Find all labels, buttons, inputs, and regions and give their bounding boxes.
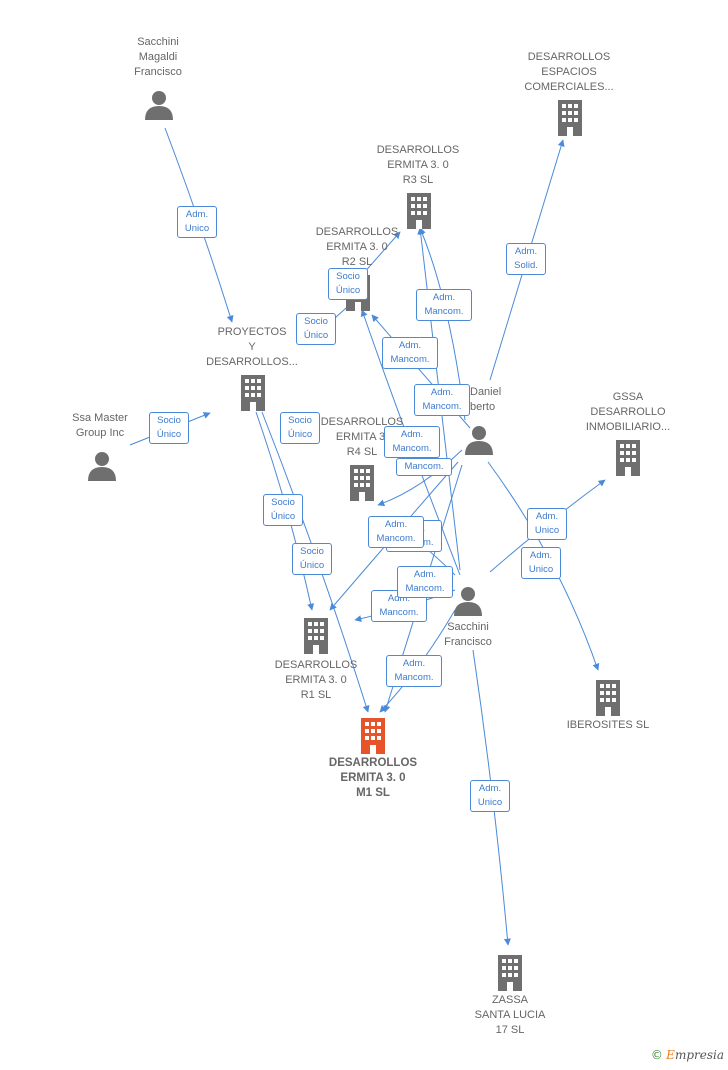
node-label: ZASSA SANTA LUCIA 17 SL [474, 994, 546, 1036]
node-desarrollos-espacios-comerciales[interactable]: DESARROLLOS ESPACIOS COMERCIALES... [509, 50, 629, 136]
building-icon [304, 618, 328, 654]
node-ssa-master-group[interactable]: Ssa Master Group Inc [50, 411, 150, 481]
brand-initial: E [666, 1048, 675, 1062]
edge-label[interactable]: Adm. Solid. [506, 243, 546, 275]
edge-label[interactable]: Socio Único [149, 412, 189, 444]
edge-label[interactable]: Socio Único [292, 543, 332, 575]
person-icon [145, 91, 173, 120]
edge-label[interactable]: Adm. Mancom. [414, 384, 470, 416]
building-icon [596, 680, 620, 716]
node-sacchini-magaldi-francisco[interactable]: Sacchini Magaldi Francisco [108, 35, 208, 120]
edge-label[interactable]: Mancom. [396, 458, 452, 476]
building-icon [558, 100, 582, 136]
node-label: DESARROLLOS ERMITA 3. 0 R3 SL [376, 144, 460, 186]
node-desarrollos-ermita-m1[interactable]: DESARROLLOS ERMITA 3. 0 M1 SL [313, 718, 433, 801]
node-label: Sacchini Magaldi Francisco [134, 36, 182, 78]
node-zassa-santa-lucia[interactable]: ZASSA SANTA LUCIA 17 SL [450, 955, 570, 1038]
edge-r2-r3 [361, 231, 401, 276]
edge-daniel-r4 [377, 449, 463, 507]
node-label: Daniel berto [470, 386, 502, 413]
empresia-logo: © Empresia [651, 1048, 724, 1062]
edge-label[interactable]: Adm. Unico [177, 206, 217, 238]
node-desarrollos-ermita-r2[interactable]: DESARROLLOS ERMITA 3. 0 R2 SL [297, 225, 417, 311]
node-gssa-desarrollo-inmobiliario[interactable]: GSSA DESARROLLO INMOBILIARIO... [568, 390, 688, 476]
edge-label[interactable]: Adm. Mancom. [386, 655, 442, 687]
edge-label[interactable]: Adm. Mancom. [382, 337, 438, 369]
node-label: DESARROLLOS ESPACIOS COMERCIALES... [524, 51, 614, 93]
edge-label[interactable]: Adm. Unico [527, 508, 567, 540]
person-icon[interactable] [465, 425, 493, 455]
edge-label[interactable]: Socio Único [280, 412, 320, 444]
node-label: DESARROLLOS ERMITA 3. R4 SL [320, 416, 404, 458]
edge-label[interactable]: Adm. Mancom. [384, 426, 440, 458]
person-icon [88, 452, 116, 481]
building-icon [407, 193, 431, 229]
node-desarrollos-ermita-r1[interactable]: DESARROLLOS ERMITA 3. 0 R1 SL [256, 618, 376, 703]
node-desarrollos-ermita-r4[interactable]: DESARROLLOS ERMITA 3. R4 SL [302, 415, 422, 501]
edge-label[interactable]: Adm. Unico [470, 780, 510, 812]
node-label: DESARROLLOS ERMITA 3. 0 M1 SL [328, 757, 418, 799]
person-icon [454, 587, 482, 616]
copyright-icon: © [650, 1048, 663, 1062]
building-icon [498, 955, 522, 991]
brand-name: mpresia [674, 1048, 724, 1062]
node-proyectos-y-desarrollos[interactable]: PROYECTOS Y DESARROLLOS... [192, 325, 312, 411]
node-sacchini-francisco[interactable]: Sacchini Francisco [418, 586, 518, 650]
edge-label[interactable]: Adm. Unico [521, 547, 561, 579]
building-icon [361, 718, 385, 754]
node-label: PROYECTOS Y DESARROLLOS... [206, 326, 298, 368]
node-label: IBEROSITES SL [566, 719, 650, 731]
node-label: GSSA DESARROLLO INMOBILIARIO... [585, 391, 671, 433]
node-iberosites[interactable]: IBEROSITES SL [548, 680, 668, 733]
building-icon [241, 375, 265, 411]
edge-label[interactable]: Socio Único [328, 268, 368, 300]
node-desarrollos-ermita-r3[interactable]: DESARROLLOS ERMITA 3. 0 R3 SL [358, 143, 478, 229]
edge-label[interactable]: Socio Único [263, 494, 303, 526]
building-icon [350, 465, 374, 501]
node-label: DESARROLLOS ERMITA 3. 0 R1 SL [274, 659, 358, 701]
node-label: Sacchini Francisco [444, 621, 492, 648]
node-label: DESARROLLOS ERMITA 3. 0 R2 SL [315, 226, 399, 268]
edge-label[interactable]: Adm. Mancom. [416, 289, 472, 321]
edge-label[interactable]: Adm. Mancom. [368, 516, 424, 548]
node-daniel[interactable]: Daniel berto [470, 385, 512, 415]
node-label: Ssa Master Group Inc [72, 412, 128, 439]
building-icon [616, 440, 640, 476]
edge-label[interactable]: Socio Único [296, 313, 336, 345]
edge-label[interactable]: Adm. Mancom. [397, 566, 453, 598]
